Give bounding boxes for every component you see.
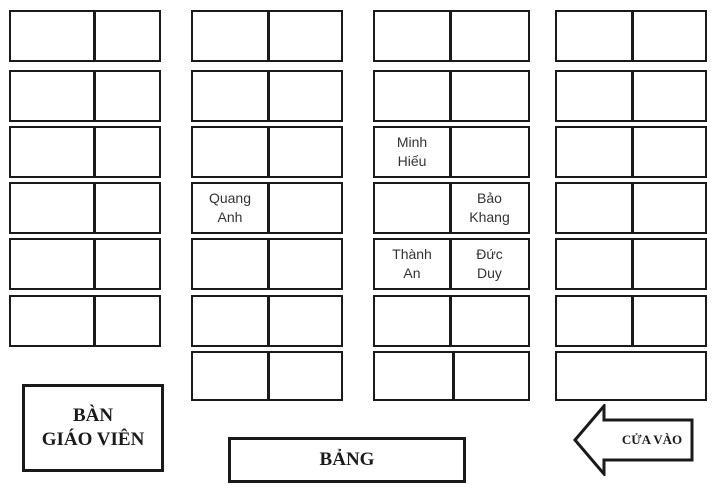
desk-col-1-row-6 — [9, 295, 161, 347]
teacher-desk: BÀN GIÁO VIÊN — [22, 384, 164, 472]
desk-divider — [267, 240, 270, 288]
desk-divider — [631, 297, 634, 345]
desk-col-4-row-6 — [555, 295, 707, 347]
desk-divider — [93, 297, 96, 345]
desk-col-3-row-3: Minh Hiếu — [373, 126, 530, 178]
seat-label: Bảo Khang — [469, 190, 510, 225]
desk-col-3-row-4: Bảo Khang — [373, 182, 530, 234]
desk-col-4-row-7 — [555, 351, 707, 401]
desk-divider — [93, 12, 96, 60]
desk-col-1-row-1 — [9, 10, 161, 62]
desk-divider — [93, 128, 96, 176]
board: BẢNG — [228, 437, 466, 483]
desk-col-2-row-6 — [191, 295, 343, 347]
seat-label: Thành An — [392, 246, 432, 281]
desk-col-4-row-4 — [555, 182, 707, 234]
desk-divider — [267, 353, 270, 399]
desk-divider — [631, 72, 634, 120]
desk-col-2-row-1 — [191, 10, 343, 62]
desk-col-4-row-1 — [555, 10, 707, 62]
desk-divider — [267, 72, 270, 120]
desk-divider — [631, 240, 634, 288]
desk-col-1-row-2 — [9, 70, 161, 122]
desk-divider — [93, 240, 96, 288]
desk-col-4-row-2 — [555, 70, 707, 122]
desk-col-2-row-7 — [191, 351, 343, 401]
desk-col-3-row-7 — [373, 351, 530, 401]
desk-col-3-row-1 — [373, 10, 530, 62]
desk-divider — [267, 128, 270, 176]
desk-col-2-row-3 — [191, 126, 343, 178]
desk-col-4-row-3 — [555, 126, 707, 178]
desk-divider — [631, 128, 634, 176]
desk-divider — [267, 184, 270, 232]
entrance-arrow-icon — [573, 401, 694, 479]
entrance: CỬA VÀO — [572, 401, 694, 479]
desk-divider — [449, 297, 452, 345]
desk-col-3-row-6 — [373, 295, 530, 347]
desk-divider — [449, 12, 452, 60]
desk-col-2-row-2 — [191, 70, 343, 122]
desk-col-3-row-5: Thành An Đức Duy — [373, 238, 530, 290]
desk-divider — [93, 184, 96, 232]
desk-divider — [452, 353, 455, 399]
desk-divider — [449, 72, 452, 120]
entrance-label: CỬA VÀO — [621, 432, 683, 447]
desk-divider — [631, 12, 634, 60]
desk-divider — [449, 184, 452, 232]
desk-col-1-row-4 — [9, 182, 161, 234]
desk-col-4-row-5 — [555, 238, 707, 290]
seat-label: Quang Anh — [208, 190, 252, 225]
desk-col-1-row-3 — [9, 126, 161, 178]
desk-divider — [631, 184, 634, 232]
desk-col-2-row-4: Quang Anh — [191, 182, 343, 234]
desk-col-1-row-5 — [9, 238, 161, 290]
seat-label: Minh Hiếu — [396, 134, 428, 169]
desk-divider — [449, 128, 452, 176]
seat-label: Đức Duy — [476, 246, 503, 281]
desk-divider — [267, 12, 270, 60]
desk-col-2-row-5 — [191, 238, 343, 290]
desk-divider — [93, 72, 96, 120]
desk-divider — [267, 297, 270, 345]
desk-divider — [449, 240, 452, 288]
desk-col-3-row-2 — [373, 70, 530, 122]
